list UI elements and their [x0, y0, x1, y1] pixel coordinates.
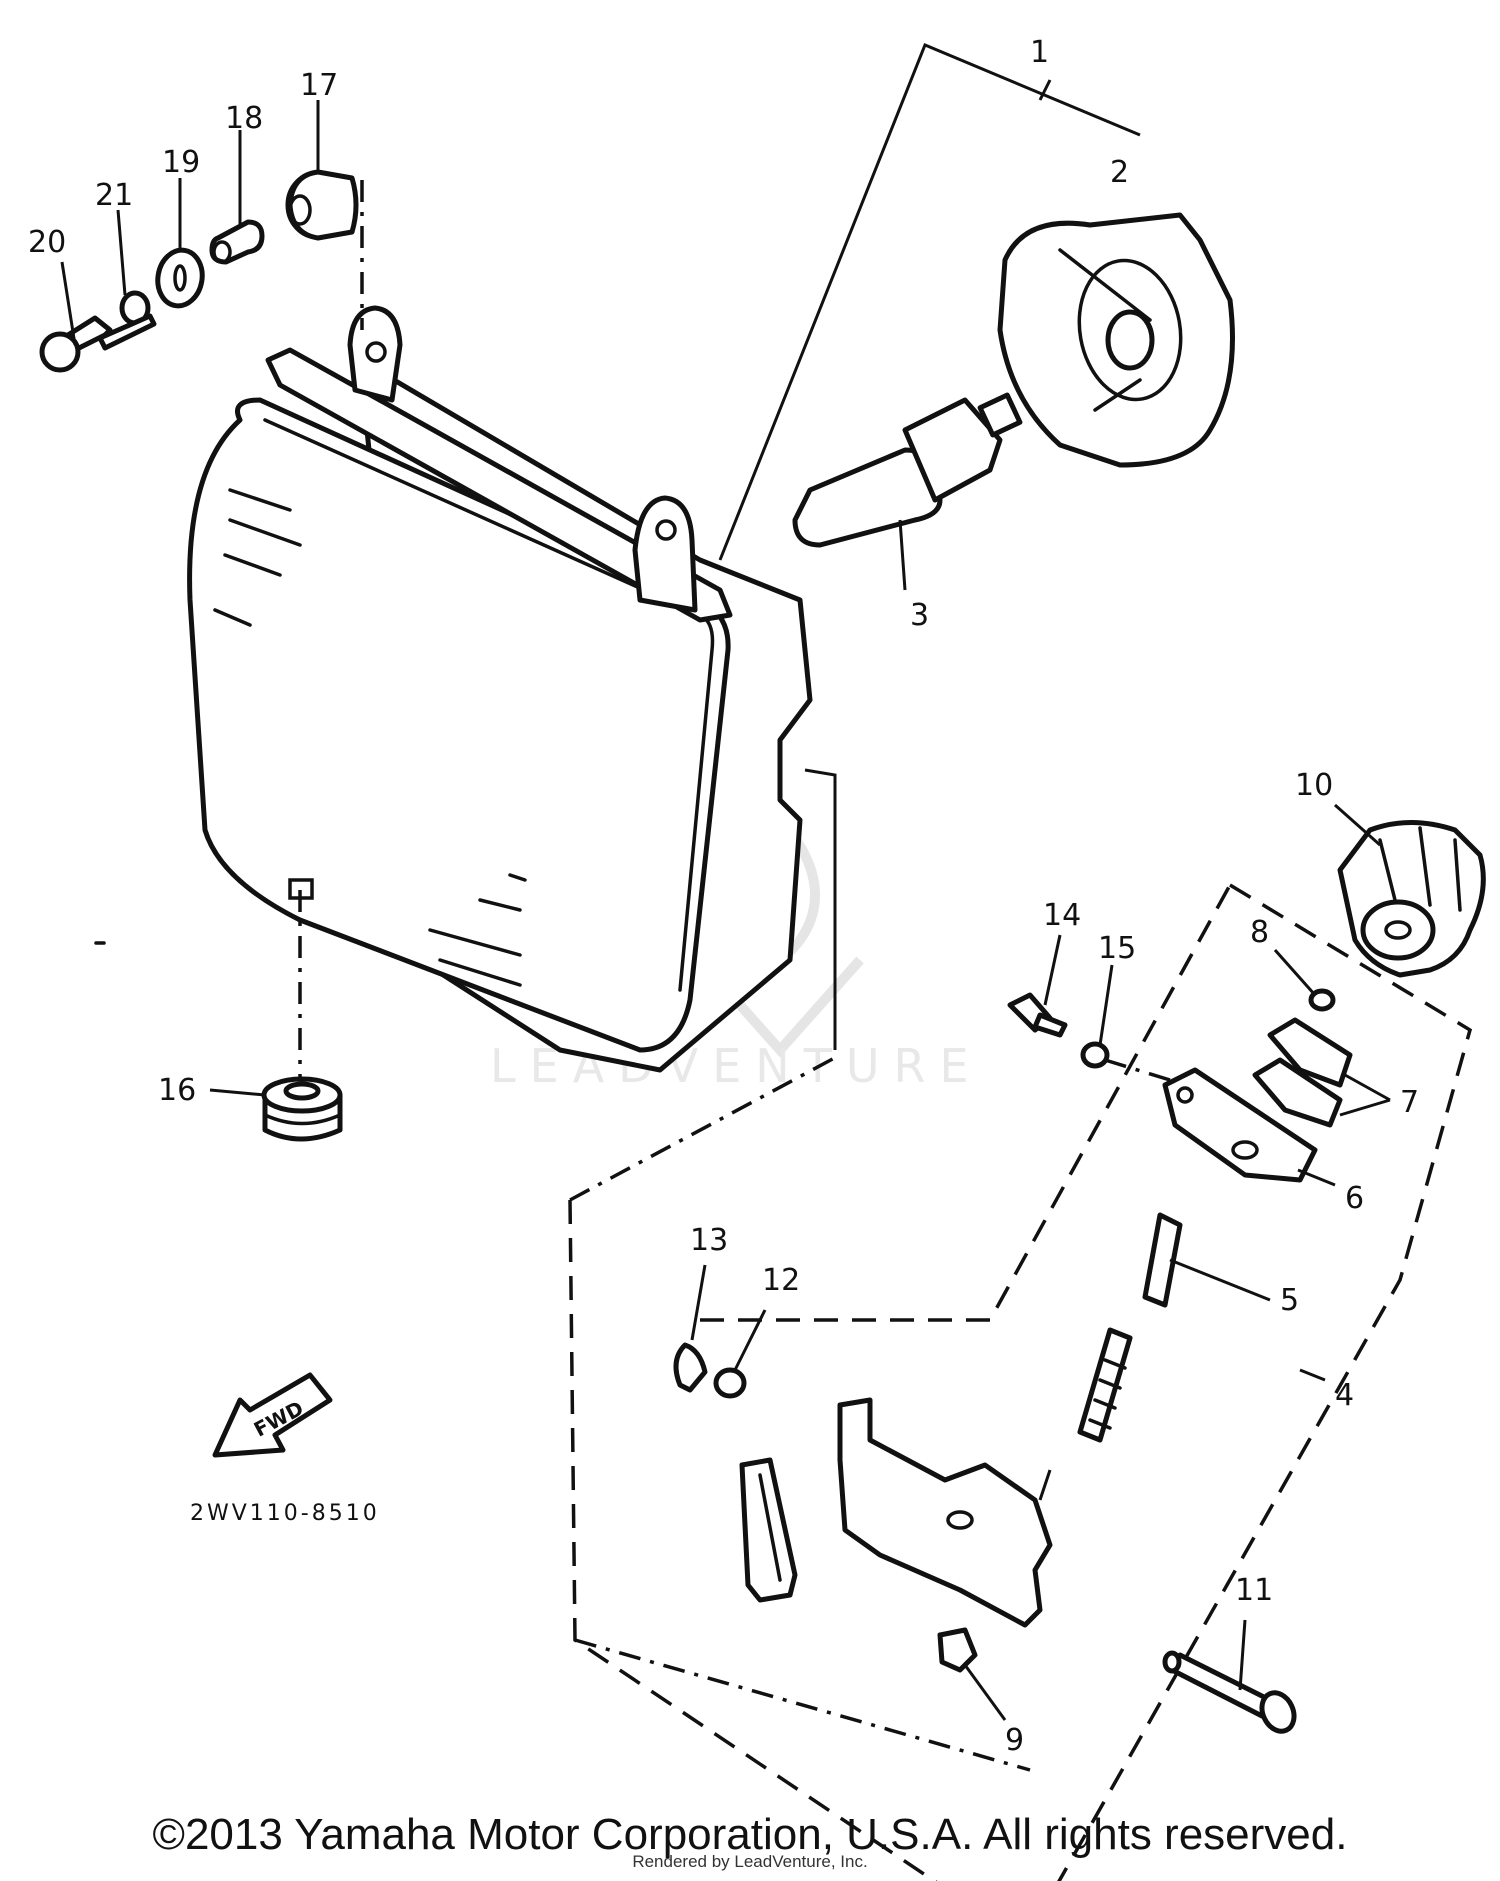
callout-3: 3	[910, 598, 929, 633]
part-9-clip-nut	[937, 1627, 1007, 1721]
callout-12: 12	[762, 1263, 800, 1298]
leader-part-1	[718, 43, 1141, 561]
callout-1: 1	[1030, 35, 1049, 70]
part-15-nut	[1080, 964, 1171, 1082]
part-10-adjuster-knob	[1334, 803, 1486, 978]
callout-15: 15	[1098, 931, 1136, 966]
stay-bracket	[837, 1397, 1053, 1628]
part-5-shaft	[1142, 1212, 1271, 1308]
part-21-lockwasher	[116, 209, 151, 326]
part-13-cotter-pin	[673, 1264, 708, 1393]
diagram-code: 2WV110-8510	[190, 1501, 380, 1526]
callout-20: 20	[28, 225, 66, 260]
headlight-bulb	[792, 392, 1023, 591]
rendered-by-note: Rendered by LeadVenture, Inc.	[632, 1852, 868, 1871]
socket-cover	[997, 212, 1235, 468]
headlight-unit	[187, 180, 837, 1080]
callout-2: 2	[1110, 155, 1129, 190]
part-20-bolt	[39, 261, 157, 373]
part-16-grommet	[209, 1076, 343, 1142]
mount-hardware-top	[39, 100, 359, 373]
part-8-nut	[1273, 949, 1336, 1012]
adjuster-assembly	[568, 803, 1486, 1881]
callout-9: 9	[1005, 1723, 1024, 1758]
copyright-notice: ©2013 Yamaha Motor Corporation, U.S.A. A…	[152, 1810, 1348, 1859]
rubber-pad	[739, 1457, 798, 1603]
callout-5: 5	[1280, 1283, 1299, 1318]
part-14-bolt	[1007, 934, 1068, 1038]
callout-8: 8	[1250, 915, 1269, 950]
callout-14: 14	[1043, 898, 1081, 933]
callout-10: 10	[1295, 768, 1333, 803]
callout-6: 6	[1345, 1181, 1364, 1216]
part-17-bushing	[285, 100, 359, 241]
forward-direction-arrow: FWD	[212, 1372, 333, 1458]
callout-4: 4	[1335, 1378, 1354, 1413]
callout-17: 17	[300, 68, 338, 103]
callout-19: 19	[162, 145, 200, 180]
leader-part-1-tick	[1038, 79, 1052, 101]
callout-11: 11	[1235, 1573, 1273, 1608]
part-12-washer	[713, 1309, 767, 1399]
part-18-collar	[209, 130, 265, 265]
callout-16: 16	[158, 1073, 196, 1108]
callout-7: 7	[1400, 1085, 1419, 1120]
callout-13: 13	[690, 1223, 728, 1258]
callout-18: 18	[225, 101, 263, 136]
part-11-bolt	[1162, 1619, 1297, 1734]
part-19-washer	[155, 178, 205, 309]
part-6-bracket-plate	[1162, 1067, 1336, 1187]
callout-numbers: 1 2 3 4 5 6 7 8 9 10 11 12 13 14 15 16 1…	[28, 35, 1419, 1758]
threaded-rod	[1077, 1327, 1133, 1443]
callout-21: 21	[95, 178, 133, 213]
part-7-plates	[1252, 1017, 1391, 1128]
